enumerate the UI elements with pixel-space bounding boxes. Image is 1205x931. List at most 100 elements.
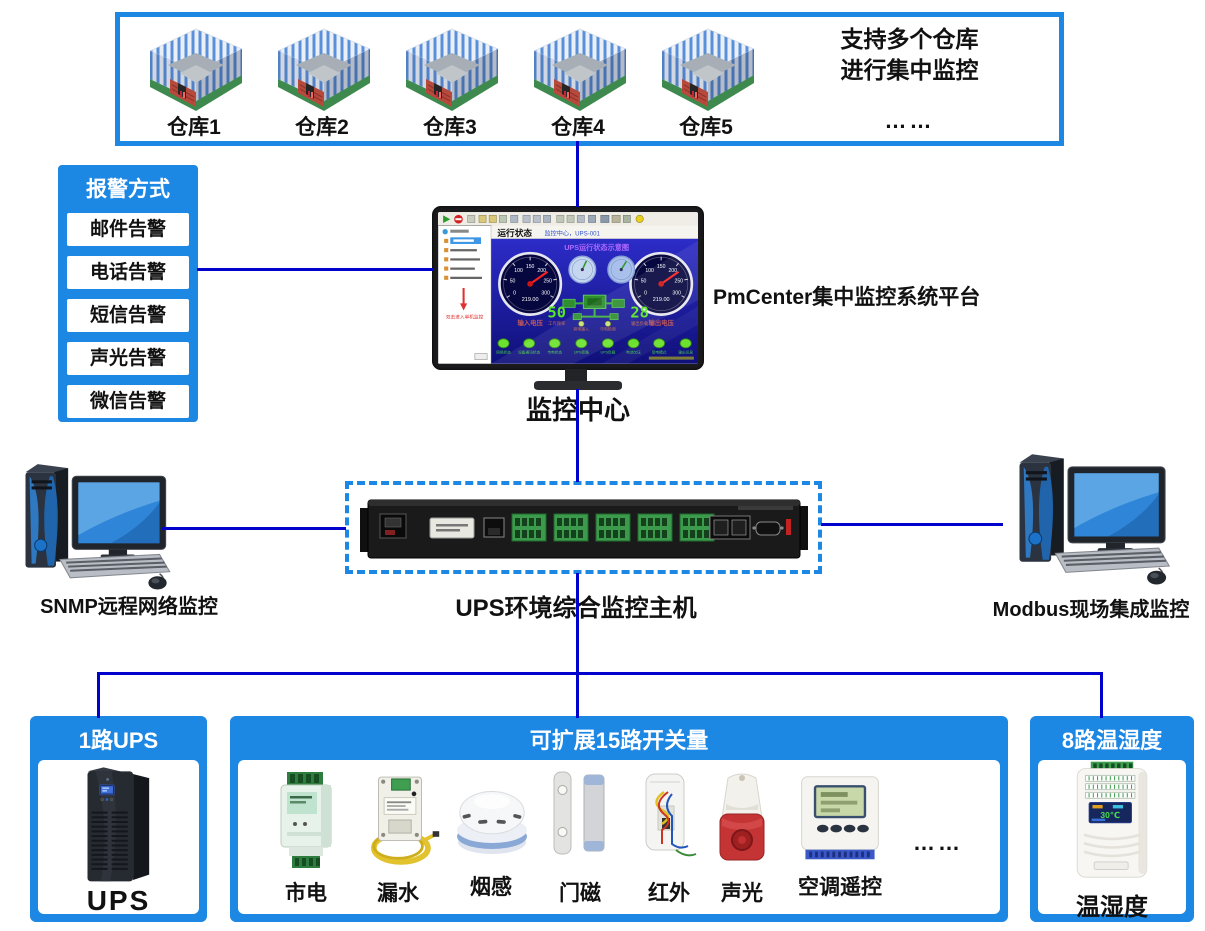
monitor-screen: 双击进入单机监控 运行状态 监控中心，UPS-001 UPS运行状态示意图 xyxy=(438,212,698,364)
status-led-label: 设备通讯状态 xyxy=(518,350,540,355)
monitor-stand-neck xyxy=(565,369,587,382)
status-led-label: 市电状态 xyxy=(547,350,562,355)
gauge-tick: 150 xyxy=(526,264,535,270)
warehouse-label: 仓库2 xyxy=(295,116,349,139)
mid-indicator-label: 市电检测 xyxy=(600,326,616,331)
drop-ups xyxy=(97,672,100,718)
drop-th xyxy=(1100,672,1103,718)
alarm-panel-title: 报警方式 xyxy=(86,178,170,201)
screen-header: 运行状态 xyxy=(497,227,532,238)
warehouse-note: 支持多个仓库 进行集中监控 …… xyxy=(770,24,1049,134)
warehouse-4: 仓库4 xyxy=(514,17,642,141)
ellipsis-text: …… xyxy=(884,108,935,133)
sound-light-alarm-icon xyxy=(719,773,765,861)
temp-humidity-panel: 8路温湿度 xyxy=(1030,716,1194,922)
ups-device xyxy=(86,767,149,882)
sensor-door-magnet: 门磁 xyxy=(542,768,618,907)
warehouse-3: 仓库3 xyxy=(386,17,514,141)
warehouse-icon xyxy=(405,28,499,112)
gauge-tick: 200 xyxy=(668,268,677,274)
warehouse-label: 仓库4 xyxy=(551,116,605,139)
gauge-tick: 50 xyxy=(510,279,516,285)
screen-header-device: 监控中心，UPS-001 xyxy=(544,229,600,237)
input-voltage-value: 219.00 xyxy=(522,297,539,303)
link-monitor-host xyxy=(576,389,579,482)
platform-label: PmCenter集中监控系统平台 xyxy=(713,286,981,309)
gauge-tick: 250 xyxy=(674,279,683,285)
gauge-tick: 100 xyxy=(514,268,523,274)
gauge-tick: 250 xyxy=(543,279,552,285)
door-magnet-sensor-icon xyxy=(553,771,605,855)
status-led-label: 旁电模式 xyxy=(652,350,667,355)
sensor-mains: 市电 xyxy=(268,770,344,907)
output-voltage-label: 输出电压 xyxy=(648,318,674,327)
alarm-item-email: 邮件告警 xyxy=(67,213,189,246)
mid-indicator-label: 旁电输入 xyxy=(574,326,590,331)
bus-line xyxy=(97,672,1103,675)
temp-humidity-content: 30℃ 温湿度 xyxy=(1038,760,1186,921)
ups-panel-header: 1路UPS xyxy=(78,728,159,753)
frequency-label: 工作频率 xyxy=(548,320,566,327)
gauge-tick: 50 xyxy=(641,279,647,285)
input-voltage-label: 输入电压 xyxy=(517,318,543,327)
status-led-label: UPS旁路 xyxy=(574,350,589,355)
ups-device-label: UPS xyxy=(86,885,151,916)
sensor-label: 红外 xyxy=(648,882,690,905)
alarm-item-sound-light: 声光告警 xyxy=(67,342,189,375)
sensor-label: 门磁 xyxy=(559,882,601,905)
temp-humidity-device: 30℃ xyxy=(1076,761,1148,878)
pmcenter-app-screen: 双击进入单机监控 运行状态 监控中心，UPS-001 UPS运行状态示意图 xyxy=(438,212,698,364)
sensor-label: 声光 xyxy=(721,882,763,905)
switch-panel-content: 市电 漏水 xyxy=(238,760,1000,914)
status-led-label: UPS负载 xyxy=(600,350,615,355)
link-host-bus xyxy=(576,573,579,674)
link-snmp-host xyxy=(162,527,346,530)
mains-sensor-icon xyxy=(280,772,332,868)
monitor-stand-base xyxy=(534,381,622,390)
frequency-value: 50 xyxy=(547,304,565,322)
gauge-tick: 300 xyxy=(672,291,681,297)
warehouse-label: 仓库3 xyxy=(423,116,477,139)
gauge-tick: 200 xyxy=(537,268,546,274)
modbus-computer xyxy=(1018,453,1171,585)
warehouse-5: 仓库5 xyxy=(642,17,770,141)
alarm-item-sms: 短信告警 xyxy=(67,299,189,332)
link-host-modbus xyxy=(821,523,1003,526)
load-value: 28 xyxy=(630,304,648,322)
monitor: 双击进入单机监控 运行状态 监控中心，UPS-001 UPS运行状态示意图 xyxy=(432,206,704,370)
warehouse-icon xyxy=(533,28,627,112)
alarm-item-phone: 电话告警 xyxy=(67,256,189,289)
warehouse-panel: 仓库1 仓库2 仓库3 仓库4 仓库5 支持多个仓库 进行集中监控 …… xyxy=(115,12,1064,146)
alarm-panel: 报警方式 邮件告警 电话告警 短信告警 声光告警 微信告警 xyxy=(58,165,198,422)
infrared-sensor-icon xyxy=(645,773,697,857)
drop-switch xyxy=(576,672,579,718)
sensor-label: 空调遥控 xyxy=(798,876,882,899)
ups-panel: 1路UPS xyxy=(30,716,207,922)
gauge-tick: 300 xyxy=(541,291,550,297)
sensor-sound-light: 声光 xyxy=(708,768,776,907)
warehouse-icon xyxy=(149,28,243,112)
temp-humidity-header: 8路温湿度 xyxy=(1061,728,1163,753)
modbus-label: Modbus现场集成监控 xyxy=(992,599,1190,621)
sensor-water-leak: 漏水 xyxy=(358,770,440,907)
th-lcd-value: 30℃ xyxy=(1100,810,1120,820)
link-warehouses-monitor xyxy=(576,141,579,207)
status-led-label: 输出讯息 xyxy=(678,350,693,355)
note-line-2: 进行集中监控 xyxy=(840,57,979,83)
sensor-infrared: 红外 xyxy=(634,768,704,907)
output-voltage-value: 219.00 xyxy=(653,297,670,303)
th-device-label: 温湿度 xyxy=(1076,894,1148,921)
alarm-item-wechat: 微信告警 xyxy=(67,385,189,418)
gauge-tick: 0 xyxy=(513,291,516,297)
screen-sidebar-note: 双击进入单机监控 xyxy=(446,314,484,321)
sensor-label: 漏水 xyxy=(377,882,419,905)
host-label: UPS环境综合监控主机 xyxy=(430,588,722,623)
sensor-smoke: 烟感 xyxy=(446,776,536,901)
ups-panel-content: UPS xyxy=(38,760,199,916)
ac-remote-icon xyxy=(801,776,879,860)
warehouse-icon xyxy=(661,28,755,112)
snmp-computer xyxy=(24,463,171,590)
sensor-label: 烟感 xyxy=(470,876,512,899)
smoke-sensor-icon xyxy=(457,791,527,855)
